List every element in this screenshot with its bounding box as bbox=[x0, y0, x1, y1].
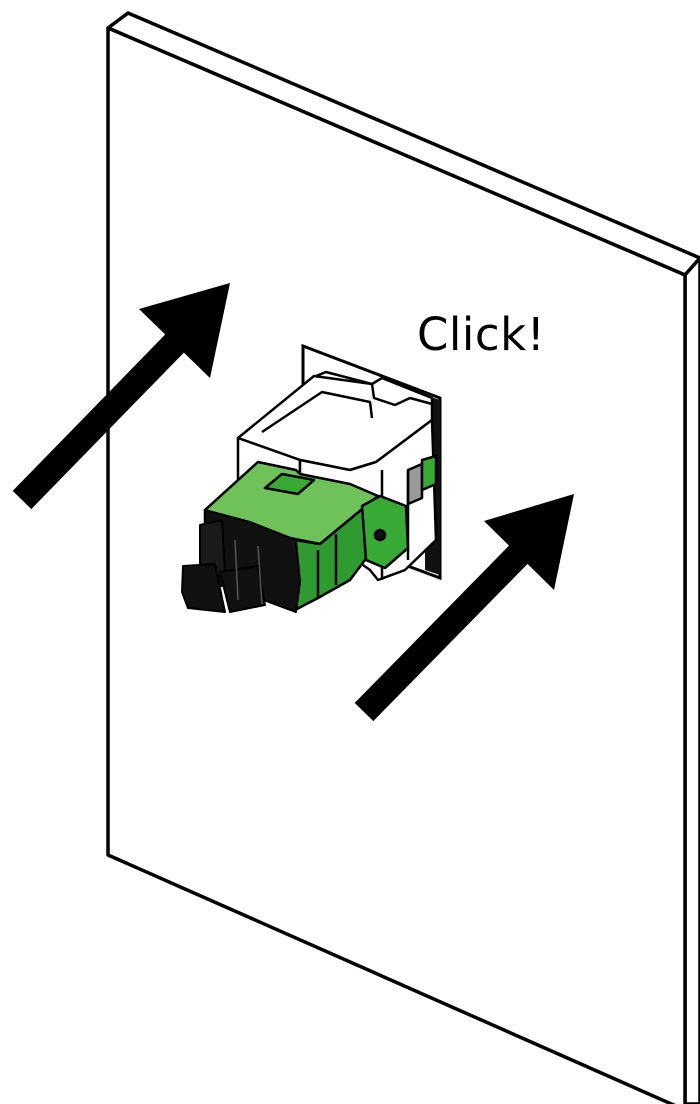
dust-cap bbox=[181, 509, 301, 613]
keystone-ridge bbox=[261, 390, 374, 434]
keystone-latch bbox=[315, 370, 433, 407]
adapter-top-slot bbox=[263, 472, 316, 496]
keystone-clip bbox=[406, 462, 424, 506]
push-arrow-right bbox=[354, 494, 574, 722]
keystone-green-strip bbox=[420, 454, 438, 492]
wall-plate-side-edge bbox=[683, 256, 700, 1104]
click-annotation: Click! bbox=[417, 308, 546, 361]
dust-cap-lever bbox=[219, 565, 266, 613]
push-arrow-left bbox=[12, 283, 230, 510]
dust-cap-tab bbox=[181, 563, 226, 613]
push-arrow-right-head bbox=[484, 494, 574, 590]
adapter-mount-hole bbox=[373, 528, 387, 542]
push-arrow-left-head bbox=[139, 283, 230, 378]
